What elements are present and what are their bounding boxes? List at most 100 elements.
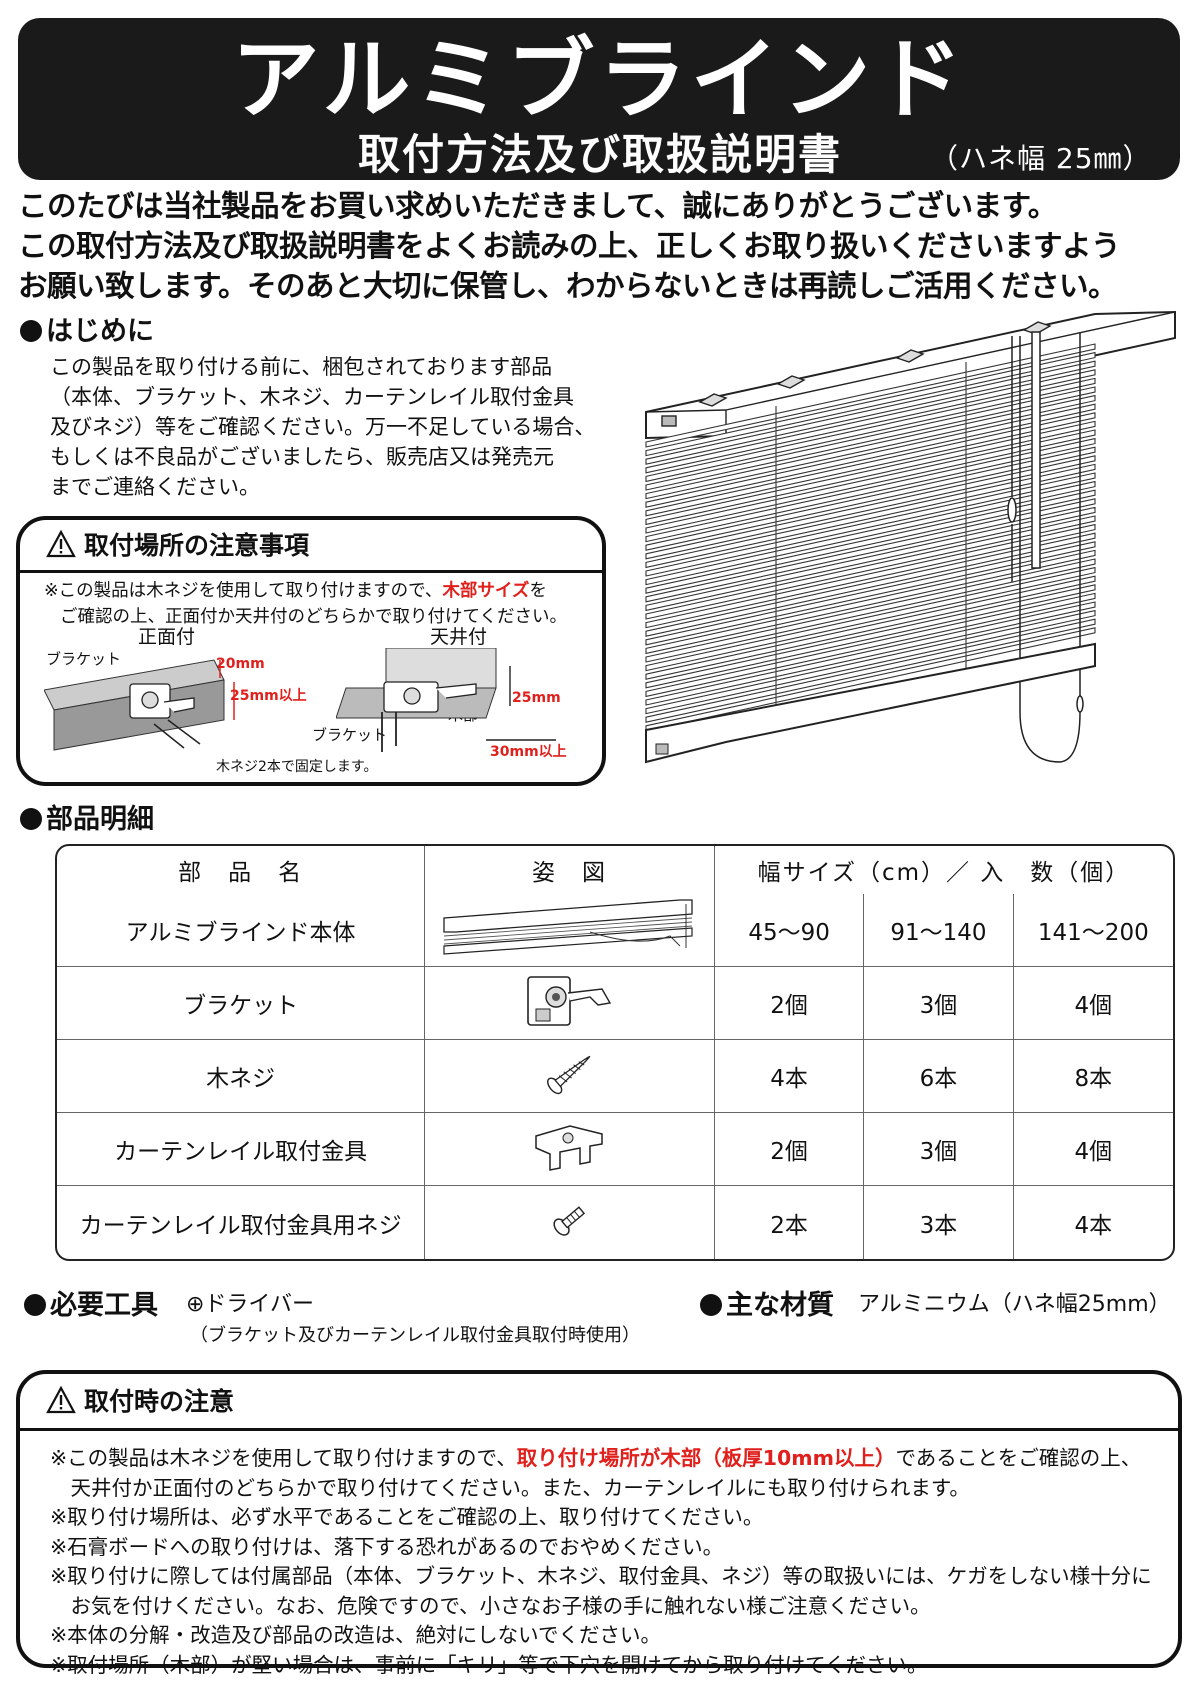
mount-location-caution-box: 取付場所の注意事項 ※この製品は木ネジを使用して取り付けますので、木部サイズを … [16, 516, 606, 786]
blind-slat [645, 515, 1096, 620]
table-row: カーテンレイル取付金具 2個 3個 4個 [57, 1113, 1173, 1186]
part-name: カーテンレイル取付金具用ネジ [57, 1186, 426, 1259]
heading-text: 部品明細 [46, 804, 154, 835]
blind-slats [645, 343, 1096, 732]
warning-triangle-icon [46, 1386, 76, 1414]
text-line: 及びネジ）等をご確認ください。万一不足している場合、 [50, 415, 596, 439]
blind-slat [645, 463, 1096, 569]
text: ※この製品は木ネジを使用して取り付けますので、 [50, 1446, 517, 1470]
part-figure [425, 1040, 715, 1113]
quantity-cell: 2個 [714, 967, 865, 1040]
text-line: ご確認の上、正面付か天井付のどちらかで取り付けてください。 [60, 607, 567, 627]
blind-slat [645, 412, 1096, 517]
quantity-cell: 4個 [1013, 1113, 1173, 1186]
text-line: お気を付けください。なお、危険ですので、小さなお子様の手に触れない様ご注意くださ… [50, 1593, 931, 1618]
wood-screw-icon [546, 1055, 590, 1095]
subtitle: 取付方法及び取扱説明書 [358, 130, 843, 179]
table-row: カーテンレイル取付金具用ネジ 2本 3本 4本 [57, 1186, 1173, 1259]
quantity-cell: 3個 [864, 1113, 1014, 1186]
part-figure [425, 1186, 715, 1259]
blind-slat [645, 523, 1096, 629]
size-cell: 141～200 [1013, 894, 1173, 967]
column-header-figure: 姿 図 [425, 846, 715, 894]
blind-slat [645, 489, 1096, 594]
blind-slat [645, 558, 1096, 663]
blind-slat [645, 584, 1096, 689]
size-cell: 45～90 [714, 894, 865, 967]
blind-slat [645, 403, 1096, 508]
blind-slat [645, 377, 1096, 483]
text-line: もしくは不良品がございましたら、販売店又は発売元 [50, 445, 554, 469]
wood-requirement-highlight: 取り付け場所が木部（板厚10mm以上） [516, 1446, 896, 1470]
text-line: ※取り付けに際しては付属部品（本体、ブラケット、木ネジ、取付金具、ネジ）等の取扱… [50, 1564, 1152, 1588]
warning-triangle-icon [46, 530, 76, 558]
blind-slat [645, 472, 1096, 577]
bullet-dot-icon [700, 1294, 722, 1316]
table-header-row: 部 品 名 姿 図 幅サイズ（cm）／ 入 数（個） [57, 846, 1173, 894]
part-name: カーテンレイル取付金具 [57, 1113, 426, 1186]
section-heading-hajime: はじめに [20, 316, 154, 348]
tools-note: （ブラケット及びカーテンレイル取付金具取付時使用） [190, 1325, 640, 1346]
tilt-wand [1007, 331, 1084, 763]
caution-title-text: 取付時の注意 [84, 1387, 235, 1416]
part-figure [425, 894, 715, 967]
blind-slat [645, 592, 1096, 698]
section-heading-material: 主な材質 [700, 1290, 834, 1322]
blind-slat [645, 498, 1096, 603]
quantity-cell: 2本 [715, 1186, 865, 1259]
text: であることをご確認の上、 [895, 1446, 1142, 1470]
divider [20, 570, 602, 573]
dimension-25mm-min: 25mm以上 [230, 688, 307, 704]
part-figure [425, 1113, 715, 1186]
bullet-dot-icon [24, 1294, 46, 1316]
blind-slat [645, 394, 1096, 500]
main-title: アルミブラインド [231, 28, 967, 131]
part-name: 木ネジ [57, 1040, 426, 1113]
caution-title: 取付場所の注意事項 [46, 530, 309, 562]
quantity-cell: 2個 [714, 1113, 865, 1186]
blind-slat [645, 437, 1096, 543]
caution-title-text: 取付場所の注意事項 [84, 531, 310, 560]
front-mount-label: 正面付 [138, 626, 196, 648]
blind-slat [645, 506, 1096, 612]
ceiling-mount-diagram [336, 648, 556, 752]
blind-slat [645, 420, 1096, 526]
quantity-cell: 6本 [864, 1040, 1014, 1113]
text-line: ※取り付け場所は、必ず水平であることをご確認の上、取り付けてください。 [50, 1505, 764, 1529]
quantity-cell: 8本 [1013, 1040, 1173, 1113]
blind-slat [645, 566, 1096, 672]
wood-size-highlight: 木部サイズ [442, 581, 530, 601]
ceiling-mount-label: 天井付 [430, 626, 488, 648]
blind-slat [645, 343, 1096, 448]
part-name: アルミブラインド本体 [57, 894, 426, 967]
text-line: （本体、ブラケット、木ネジ、カーテンレイル取付金具 [50, 385, 574, 409]
hajime-text: この製品を取り付ける前に、梱包されております部品 （本体、ブラケット、木ネジ、カ… [50, 352, 630, 502]
quantity-cell: 4本 [714, 1040, 865, 1113]
text-line: ※石膏ボードへの取り付けは、落下する恐れがあるのでおやめください。 [50, 1534, 724, 1559]
table-row: 木ネジ 4本 6本 8本 [57, 1040, 1173, 1113]
blind-slat [645, 618, 1096, 723]
tools-text: ⊕ドライバー [186, 1292, 314, 1317]
bracket-icon [526, 976, 611, 1026]
text-line: ※本体の分解・改造及び部品の改造は、絶対にしないでください。 [50, 1623, 662, 1647]
rail-fitting-icon [534, 1125, 603, 1171]
text: を [529, 581, 547, 601]
text-line: 天井付か正面付のどちらかで取り付けてください。また、カーテンレイルにも取り付けら… [50, 1475, 970, 1500]
intro-line: このたびは当社製品をお買い求めいただきまして、誠にありがとうございます。 [18, 189, 1057, 223]
intro-line: お願い致します。そのあと大切に保管し、わからないときは再読しご活用ください。 [18, 269, 1118, 303]
bracket-label: ブラケット [46, 650, 122, 668]
quantity-cell: 4個 [1013, 967, 1173, 1040]
divider [20, 1428, 1178, 1431]
part-figure [425, 967, 715, 1040]
blind-body-icon [442, 899, 693, 955]
dimension-20mm: 20mm [216, 656, 265, 672]
dimension-25mm: 25mm [512, 690, 561, 706]
title-banner: アルミブラインド 取付方法及び取扱説明書 （ハネ幅 25㎜） [18, 18, 1180, 180]
blind-slat [645, 455, 1096, 560]
text-line: までご連絡ください。 [50, 475, 260, 499]
intro-line: この取付方法及び取扱説明書をよくお読みの上、正しくお取り扱いくださいますよう [18, 229, 1121, 263]
heading-text: はじめに [46, 316, 154, 347]
heading-text: 必要工具 [50, 1290, 158, 1321]
mount-caution-text: ※この製品は木ネジを使用して取り付けますので、木部サイズを ご確認の上、正面付か… [44, 578, 567, 630]
slat-width-note: （ハネ幅 25㎜） [930, 142, 1152, 175]
